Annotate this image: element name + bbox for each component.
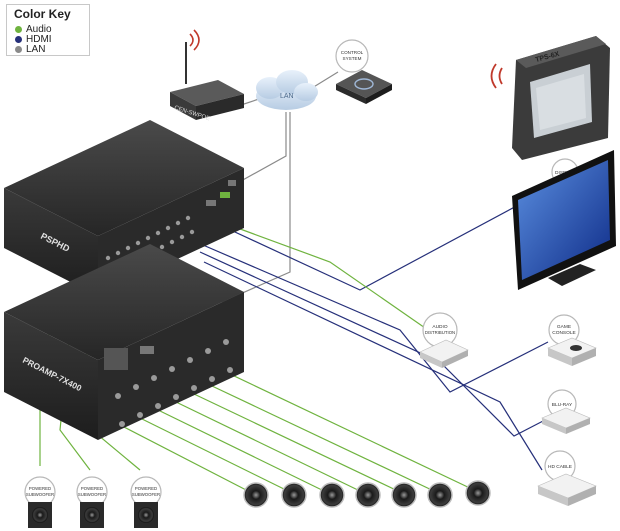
hd-cable-box: HD CABLE [537,450,597,506]
subwoofer-label-2: SUBWOOFER [26,492,54,497]
speakers [243,480,491,508]
audio-dot-icon [15,26,22,33]
hdmi-cables [195,187,551,471]
speaker [319,482,345,508]
game-console: GAME CONSOLE [547,314,597,366]
speaker [465,480,491,506]
audio-cable-spk5 [193,393,401,493]
subwoofer-label-1: POWERED [135,486,157,491]
color-key-label: LAN [26,44,46,55]
lan-cable-cloud-proamp [221,112,291,303]
hdmi-cable-bluray [199,251,546,437]
control-system: CONTROL SYSTEM [335,39,392,104]
lan-cable-cloud-psphd [231,112,287,187]
audio-distribution: AUDIO DISTRIBUTION [419,312,469,368]
audio-distribution-label-1: AUDIO [432,324,447,330]
color-key-entry-audio: Audio [15,24,52,36]
router: CEN-SWPOE [170,29,244,122]
proamp-unit: PROAMP-7X400 [4,244,244,440]
hdmi-dot-icon [15,36,22,43]
audio-cable-spk1 [121,425,251,493]
bluray-player: BLU-RAY [541,389,591,434]
audio-cable-spk7 [229,373,475,491]
audio-cable-spk2 [139,417,291,493]
audio-cable-spk3 [157,409,327,493]
subwoofer: POWERED SUBWOOFER [24,476,56,528]
game-console-label-1: GAME [557,324,571,330]
touchpanel: TPS-6X [490,36,610,160]
display: DISPLAY [512,150,616,290]
subwoofer: POWERED SUBWOOFER [130,476,162,528]
hdmi-cable-display [221,187,551,291]
control-system-label-2: SYSTEM [343,56,362,61]
lan-cable-cloud-control [311,71,339,89]
bluray-label: BLU-RAY [552,402,573,408]
hdmi-cable-hdcable [203,261,543,471]
speaker [243,482,269,508]
color-key-label: HDMI [26,34,52,45]
subwoofer-label-1: POWERED [29,486,51,491]
audio-cable-spk6 [211,385,437,493]
lan-label: LAN [280,93,294,100]
speaker [355,482,381,508]
speaker [427,482,453,508]
hdcable-label: HD CABLE [548,464,572,470]
subwoofer-label-1: POWERED [81,486,103,491]
color-key-entry-lan: LAN [15,44,45,56]
subwoofer: POWERED SUBWOOFER [76,476,108,528]
subwoofer-label-2: SUBWOOFER [78,492,106,497]
color-key-label: Audio [26,24,52,35]
audio-cable-distribution [231,225,429,331]
color-key: Color Key Audio HDMI LAN [6,4,90,56]
lan-dot-icon [15,46,22,53]
audio-distribution-label-2: DISTRIBUTION [425,330,455,335]
subwoofers: POWERED SUBWOOFER POWERED SUBWOOFER POWE… [24,476,162,528]
audio-cable-spk4 [175,401,363,493]
speaker [281,482,307,508]
subwoofer-label-2: SUBWOOFER [132,492,160,497]
game-console-label-2: CONSOLE [552,330,575,336]
speaker [391,482,417,508]
proamp-connectors [104,339,233,427]
control-system-label-1: CONTROL [341,50,364,55]
hdmi-cable-game [195,241,549,393]
audio-cables [39,225,475,493]
lan-cloud: LAN [256,70,318,110]
color-key-title: Color Key [14,7,71,21]
color-key-entry-hdmi: HDMI [15,34,52,46]
